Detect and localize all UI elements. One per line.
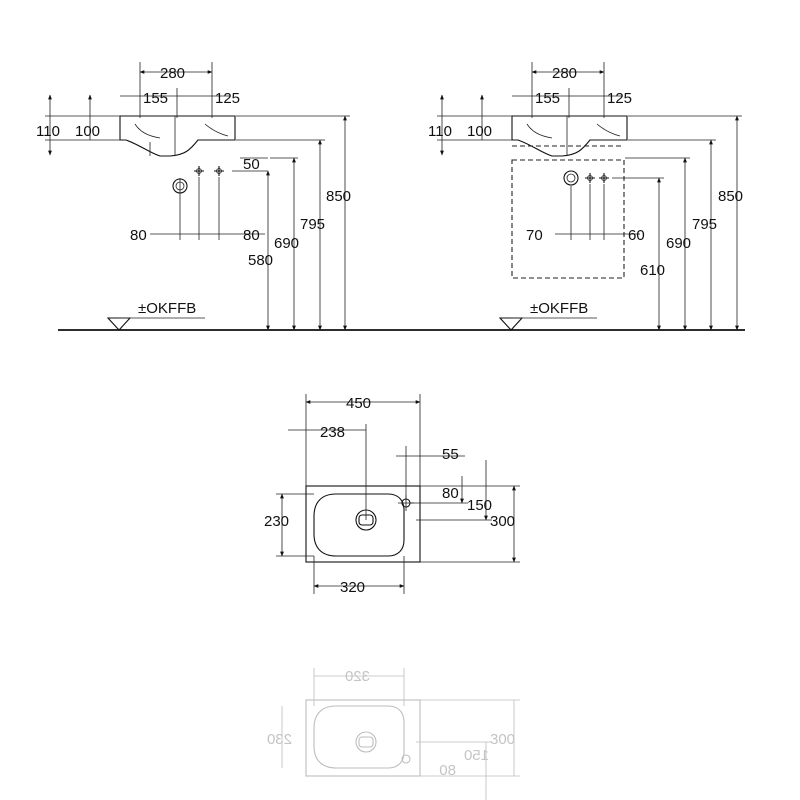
dim-580-left: 580 — [248, 252, 273, 269]
dim-238: 238 — [320, 424, 345, 441]
valve-right-2 — [599, 173, 609, 183]
basin-right — [511, 115, 628, 157]
dim-280-left: 280 — [160, 65, 185, 82]
dim-450: 450 — [346, 395, 371, 412]
ghost-dim-150: 150 — [464, 747, 489, 764]
dim-690-right: 690 — [666, 235, 691, 252]
dim-125-right: 125 — [607, 90, 632, 107]
dim-610-right: 610 — [640, 262, 665, 279]
dim-320: 320 — [340, 579, 365, 596]
valve-left-2 — [214, 166, 224, 176]
floor-label-left: ±OKFFB — [138, 300, 196, 317]
ghost-dim-80: 80 — [439, 762, 456, 779]
dim-70-right: 70 — [526, 227, 543, 244]
floor-label-right: ±OKFFB — [530, 300, 588, 317]
dim-80-top: 80 — [442, 485, 459, 502]
dim-300: 300 — [490, 513, 515, 530]
dim-100-left: 100 — [75, 123, 100, 140]
dim-155-right: 155 — [535, 90, 560, 107]
ghost-dim-320: 320 — [345, 668, 370, 685]
mirrored-view — [281, 668, 520, 800]
dim-690-left: 690 — [274, 235, 299, 252]
dim-55: 55 — [442, 446, 459, 463]
dim-80-left-a: 80 — [130, 227, 147, 244]
floor-symbol-left — [106, 317, 132, 331]
dim-50-left: 50 — [243, 156, 260, 173]
ghost-dim-300: 300 — [490, 731, 515, 748]
dim-850-right: 850 — [718, 188, 743, 205]
basin-top-outline — [305, 485, 421, 563]
dim-60-right: 60 — [628, 227, 645, 244]
mirrored-view-labels: 320 300 230 150 80 — [267, 668, 515, 779]
top-view: 450 238 55 80 150 300 230 320 — [264, 394, 520, 596]
dim-150: 150 — [467, 497, 492, 514]
cabinet-outline — [511, 159, 625, 279]
ghost-dim-230: 230 — [267, 731, 292, 748]
dim-110-right: 110 — [428, 123, 452, 140]
valve-right-1 — [585, 173, 595, 183]
bowl-top — [313, 493, 405, 557]
basin-left — [119, 115, 236, 157]
dim-125-left: 125 — [215, 90, 240, 107]
dim-850-left: 850 — [326, 188, 351, 205]
dim-110-left: 110 — [36, 123, 60, 140]
side-view-right: 280 155 125 110 100 70 60 850 — [428, 62, 743, 331]
side-view-left: 280 155 125 110 100 50 80 80 — [36, 62, 351, 331]
dim-80-left-b: 80 — [243, 227, 260, 244]
dim-280-right: 280 — [552, 65, 577, 82]
valve-left-1 — [194, 166, 204, 176]
drain-right — [563, 170, 579, 186]
dim-795-right: 795 — [692, 216, 717, 233]
dim-100-right: 100 — [467, 123, 492, 140]
dim-230: 230 — [264, 513, 289, 530]
floor-symbol-right — [498, 317, 524, 331]
dim-795-left: 795 — [300, 216, 325, 233]
dim-155-left: 155 — [143, 90, 168, 107]
